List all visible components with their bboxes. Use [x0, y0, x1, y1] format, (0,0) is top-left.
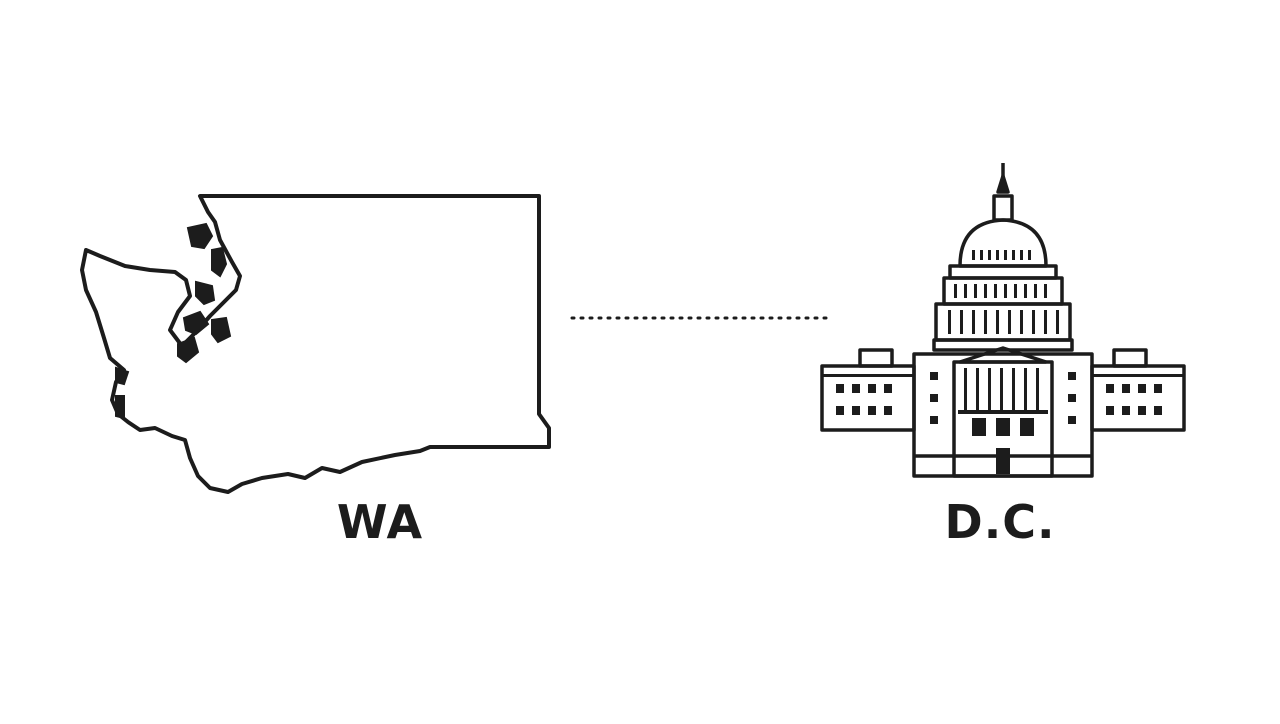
capitol-building-details — [822, 250, 1184, 474]
dc-label: D.C. — [944, 495, 1056, 549]
capitol-building-icon — [820, 163, 1186, 478]
washington-state-outline-icon — [80, 194, 551, 494]
puget-sound-inlets — [115, 222, 232, 420]
wa-label: WA — [336, 495, 424, 549]
